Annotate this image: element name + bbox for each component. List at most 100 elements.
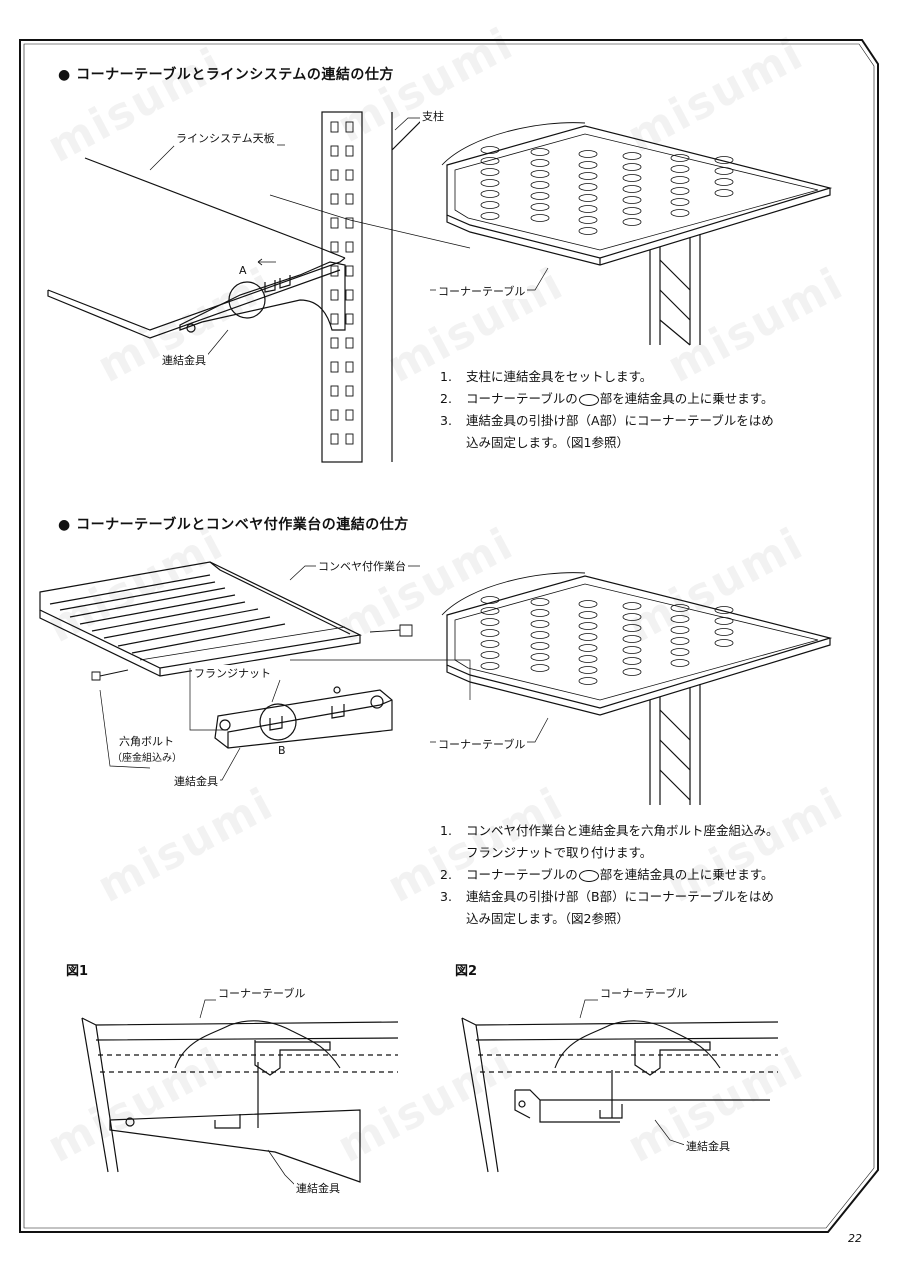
roller [530, 214, 550, 222]
roller [530, 620, 550, 628]
figure-2 [461, 999, 779, 1173]
roller [622, 152, 642, 160]
label-corner-table-2: コーナーテーブル [436, 736, 528, 752]
roller [530, 609, 550, 617]
roller [670, 176, 690, 184]
roller [578, 666, 598, 674]
roller [670, 615, 690, 623]
fig1-label-corner-table: コーナーテーブル [216, 985, 308, 1001]
roller [530, 203, 550, 211]
roller [622, 624, 642, 632]
label-conveyor: コンベヤ付作業台 [316, 558, 408, 574]
roller [622, 613, 642, 621]
label-bracket-2: 連結金具 [172, 773, 220, 789]
fig2-title: 図2 [455, 964, 478, 979]
bracket-conveyor [214, 689, 393, 749]
roller [578, 227, 598, 235]
roller [530, 664, 550, 672]
section1-heading-text: コーナーテーブルとラインシステムの連結の仕方 [76, 67, 394, 83]
fig2-label-corner-table: コーナーテーブル [598, 985, 690, 1001]
roller [578, 655, 598, 663]
roller [530, 642, 550, 650]
roller [480, 651, 500, 659]
roller [480, 201, 500, 209]
roller [622, 646, 642, 654]
roller [480, 596, 500, 604]
label-flange-nut: フランジナット [192, 665, 273, 681]
step2-1: 1.コンベヤ付作業台と連結金具を六角ボルト座金組込み。 [440, 823, 779, 838]
roller [578, 150, 598, 158]
roller [530, 192, 550, 200]
roller [578, 600, 598, 608]
roller [670, 604, 690, 612]
fig1-label-bracket: 連結金具 [294, 1180, 342, 1196]
roller [578, 677, 598, 685]
roller [480, 662, 500, 670]
roller [622, 185, 642, 193]
roller [714, 178, 734, 186]
roller [714, 167, 734, 175]
roller [530, 653, 550, 661]
roller [670, 637, 690, 645]
detail-circle-a [228, 281, 266, 319]
page-number: 22 [848, 1232, 862, 1245]
roller [670, 165, 690, 173]
roller [578, 194, 598, 202]
roller [480, 640, 500, 648]
roller [622, 218, 642, 226]
line-system-illustration [47, 111, 471, 463]
roller [622, 602, 642, 610]
label-hex-bolt: 六角ボルト [117, 733, 176, 749]
roller [530, 598, 550, 606]
roller [714, 189, 734, 197]
fig1-title: 図1 [66, 964, 89, 979]
line-system-top [84, 157, 346, 259]
roller [670, 187, 690, 195]
roller [714, 628, 734, 636]
detail-circle-b [259, 703, 297, 741]
bracket-line-system [179, 261, 346, 331]
roller [670, 626, 690, 634]
corner-table-2 [430, 572, 833, 805]
roller [530, 181, 550, 189]
step1-2: 2.コーナーテーブルの部を連結金具の上に乗せます。 [440, 391, 774, 406]
step1-3: 3.連結金具の引掛け部（A部）にコーナーテーブルをはめ [440, 413, 774, 428]
step2-3: 3.連結金具の引掛け部（B部）にコーナーテーブルをはめ [440, 889, 774, 904]
roller [530, 170, 550, 178]
roller [578, 644, 598, 652]
roller [578, 161, 598, 169]
label-a: A [237, 264, 249, 277]
label-bracket-1: 連結金具 [160, 352, 208, 368]
page-border [19, 39, 879, 1233]
post [321, 111, 363, 463]
section2-heading-text: コーナーテーブルとコンベヤ付作業台の連結の仕方 [76, 517, 409, 533]
section1-heading: ● コーナーテーブルとラインシステムの連結の仕方 [58, 67, 394, 83]
roller [622, 207, 642, 215]
roller [530, 631, 550, 639]
label-corner-table-1: コーナーテーブル [436, 283, 528, 299]
step2-1-cont: フランジナットで取り付けます。 [466, 845, 653, 860]
roller [480, 212, 500, 220]
roller [480, 168, 500, 176]
label-post: 支柱 [420, 108, 446, 124]
roller [670, 154, 690, 162]
section1-steps: 1.支柱に連結金具をセットします。 2.コーナーテーブルの部を連結金具の上に乗せ… [440, 366, 774, 454]
figure-1 [81, 999, 399, 1186]
roller [714, 617, 734, 625]
step2-2: 2.コーナーテーブルの部を連結金具の上に乗せます。 [440, 867, 774, 882]
roller [714, 156, 734, 164]
oval-mark [578, 393, 599, 406]
section2-steps: 1.コンベヤ付作業台と連結金具を六角ボルト座金組込み。 フランジナットで取り付け… [440, 820, 779, 930]
roller [530, 159, 550, 167]
roller [578, 633, 598, 641]
oval-mark [578, 869, 599, 882]
roller [578, 216, 598, 224]
roller [578, 172, 598, 180]
conveyor-illustration [39, 561, 471, 781]
section2-heading: ● コーナーテーブルとコンベヤ付作業台の連結の仕方 [58, 517, 409, 533]
roller [480, 190, 500, 198]
roller [578, 622, 598, 630]
roller [530, 148, 550, 156]
roller [622, 657, 642, 665]
